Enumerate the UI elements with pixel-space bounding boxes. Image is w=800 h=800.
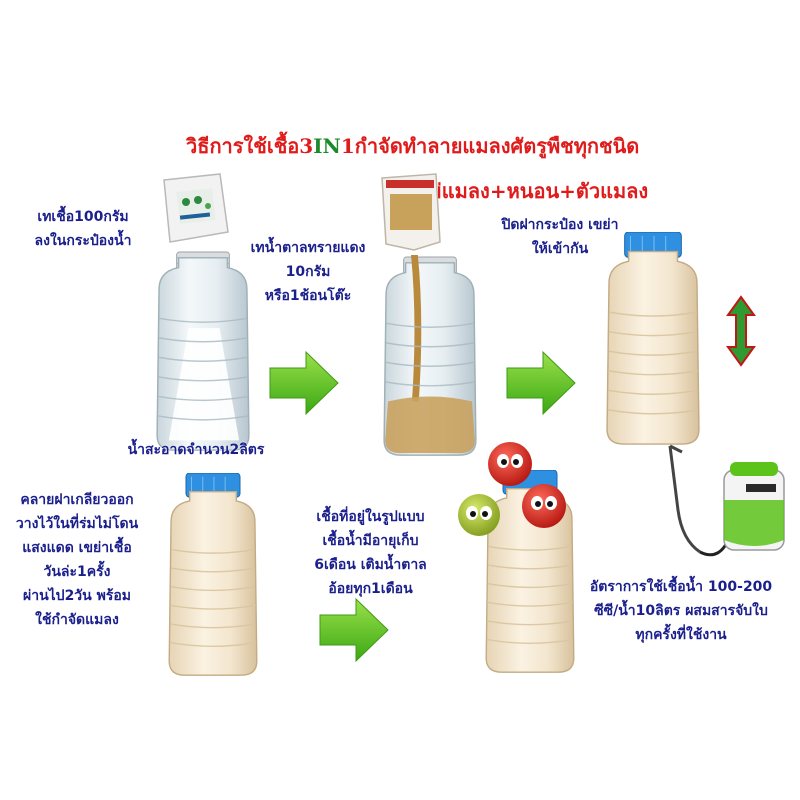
bottle-sugar-pour — [355, 255, 505, 460]
green-bug-mascot-icon — [456, 492, 502, 538]
next-arrow-icon — [268, 350, 340, 416]
step3-line1: ปิดฝากระป๋อง เขย่า — [501, 217, 619, 233]
powder-bag-image — [150, 172, 232, 244]
step6-line2: ซีซี/น้ำ10ลิตร ผสมสารจับใบ — [594, 603, 768, 619]
page-title: วิธีการใช้เชื้อ3IN1กำจัดทำลายแมลงศัตรูพื… — [186, 130, 639, 162]
step2-line2: 10กรัม — [285, 264, 331, 280]
red-bug-mascot-icon — [520, 482, 568, 530]
title-part5: กำจัดทำลายแมลงศัตรูพืชทุกชนิด — [354, 134, 640, 158]
step6-instruction: อัตราการใช้เชื้อน้ำ 100-200 ซีซี/น้ำ10ลิ… — [565, 575, 797, 647]
step3-instruction: ปิดฝากระป๋อง เขย่า ให้เข้ากัน — [480, 213, 640, 261]
step6-line3: ทุกครั้งที่ใช้งาน — [635, 627, 727, 643]
title-part1: วิธีการใช้เชื้อ — [186, 134, 300, 158]
step4-line3: แสงแดด เขย่าเชื้อ — [22, 540, 132, 556]
step1-line2: ลงในกระป๋องน้ำ — [34, 233, 132, 249]
sugar-bag-image — [376, 172, 446, 252]
backpack-sprayer-image — [660, 440, 800, 575]
step1-bottom-note: น้ำสะอาดจำนวน2ลิตร — [127, 442, 265, 458]
step4-line1: คลายฝาเกลียวออก — [20, 492, 134, 508]
title-part3: IN — [313, 134, 341, 158]
step5-instruction: เชื้อที่อยู่ในรูปแบบ เชื้อน้ำมีอายุเก็บ … — [288, 505, 453, 601]
step5-line1: เชื้อที่อยู่ในรูปแบบ — [316, 509, 425, 525]
step3-line2: ให้เข้ากัน — [531, 241, 589, 257]
step1-instruction: เทเชื้อ100กรัม ลงในกระป๋องน้ำ — [8, 205, 158, 253]
step4-line6: ใช้กำจัดแมลง — [35, 612, 119, 628]
bottle-capped-liquid — [578, 232, 728, 447]
step2-line1: เทน้ำตาลทรายแดง — [250, 240, 366, 256]
step1-line1: เทเชื้อ100กรัม — [37, 209, 129, 225]
bottle-stored — [138, 473, 288, 678]
step6-line1: อัตราการใช้เชื้อน้ำ 100-200 — [589, 579, 773, 595]
step4-line2: วางไว้ในที่ร่มไม่โดน — [15, 516, 139, 532]
step5-line4: อ้อยทุก1เดือน — [328, 581, 413, 597]
shake-arrow-icon — [726, 295, 756, 367]
step2-instruction: เทน้ำตาลทรายแดง 10กรัม หรือ1ช้อนโต๊ะ — [238, 236, 378, 308]
step5-line2: เชื้อน้ำมีอายุเก็บ — [322, 533, 419, 549]
title-part2: 3 — [299, 134, 314, 158]
next-arrow-icon — [505, 350, 577, 416]
page-subtitle: ไข่แมลง+หนอน+ตัวแมลง — [418, 179, 649, 203]
step4-line5: ผ่านไป2วัน พร้อม — [23, 588, 131, 604]
next-arrow-icon — [318, 597, 390, 663]
bottle-clear-powder — [128, 250, 278, 455]
step4-instruction: คลายฝาเกลียวออก วางไว้ในที่ร่มไม่โดน แสง… — [2, 488, 152, 632]
step4-line4: วันล่ะ1ครั้ง — [43, 564, 111, 580]
step2-line3: หรือ1ช้อนโต๊ะ — [264, 288, 352, 304]
step5-line3: 6เดือน เติมน้ำตาล — [314, 557, 427, 573]
title-part4: 1 — [340, 134, 355, 158]
red-bug-mascot-icon — [486, 440, 534, 488]
